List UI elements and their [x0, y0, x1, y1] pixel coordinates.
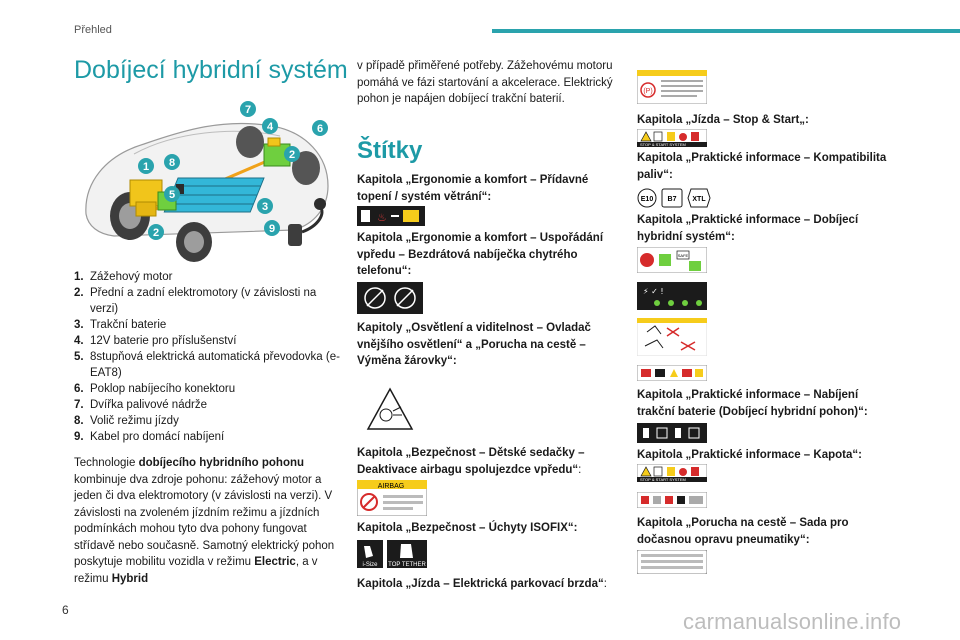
svg-text:♨: ♨: [377, 211, 387, 224]
callout-1: 1: [143, 161, 149, 173]
callout-9: 9: [269, 223, 275, 235]
isize-label-icon: i-Size: [357, 540, 383, 568]
chapter-bonnet: Kapitola „Praktické informace – Kapota“:: [637, 449, 862, 461]
chapter-lighting: Kapitoly „Osvětlení a viditelnost – Ovla…: [357, 322, 591, 367]
label-tyre-repair: [637, 550, 707, 574]
legend-item: 6.Poklop nabíjecího konektoru: [74, 383, 236, 395]
hybrid-warning-label-icon: [637, 318, 707, 356]
svg-text:XTL: XTL: [692, 196, 706, 203]
header-section: Přehled: [74, 24, 112, 36]
svg-text:i-Size: i-Size: [362, 562, 378, 568]
svg-text:STOP & START SYSTEM: STOP & START SYSTEM: [640, 477, 686, 482]
intro-paragraph: Technologie dobíjecího hybridního pohonu…: [74, 457, 335, 585]
chapter-isofix: Kapitola „Bezpečnost – Úchyty ISOFIX“:: [357, 522, 578, 534]
label-hybrid-system-4: [637, 365, 707, 381]
legend-item: 7.Dvířka palivové nádrže: [74, 399, 207, 411]
bonnet-label-icon: STOP & START SYSTEM: [637, 464, 707, 482]
header-accent-bar: [492, 29, 960, 33]
label-hybrid-system-3: [637, 318, 707, 356]
label-lighting: [365, 385, 415, 435]
label-isofix: i-Size TOP TETHER: [357, 540, 427, 568]
chapter-stop-start: Kapitola „Jízda – Stop & Start„:: [637, 114, 809, 126]
callout-8: 8: [169, 157, 175, 169]
legend-item: 1.Zážehový motor: [74, 271, 173, 283]
wheel-rear-right: [236, 126, 264, 158]
heating-label-icon: ♨: [357, 206, 425, 226]
watermark-text: carmanualsonline.info: [683, 609, 902, 634]
callout-7: 7: [245, 104, 251, 116]
fuel-b7-label-icon: B7: [661, 188, 683, 208]
svg-text:STOP & START SYSTEM: STOP & START SYSTEM: [640, 142, 686, 147]
callout-5: 5: [169, 189, 175, 201]
page-number: 6: [62, 603, 69, 617]
chapter-battery-charging: Kapitola „Praktické informace – Nabíjení…: [637, 389, 868, 418]
traction-battery: [163, 177, 265, 213]
callout-6: 6: [317, 123, 323, 135]
legend-item: 5.8stupňová elektrická automatická převo…: [74, 351, 340, 379]
lighting-label-icon: [366, 387, 414, 430]
hybrid-info-label-icon: [637, 365, 707, 381]
bonnet-info-label-icon: [637, 492, 707, 508]
hybrid-safety-label-icon: SAFE: [637, 247, 707, 273]
legend-item: 3.Trakční baterie: [74, 319, 167, 331]
chapter-parking-brake: Kapitola „Jízda – Elektrická parkovací b…: [357, 578, 607, 590]
callout-4: 4: [267, 121, 274, 133]
label-parking-brake: (P): [637, 70, 707, 104]
chapter-heating: Kapitola „Ergonomie a komfort – Přídavné…: [357, 174, 589, 203]
svg-text:E10: E10: [641, 196, 654, 203]
chapter-hybrid-system: Kapitola „Praktické informace – Dobíjecí…: [637, 214, 859, 243]
svg-text:B7: B7: [668, 196, 677, 203]
callout-3: 3: [262, 201, 268, 213]
airbag-label-icon: AIRBAG: [357, 480, 427, 516]
fuel-xtl-label-icon: XTL: [687, 188, 711, 208]
callout-2: 2: [289, 149, 295, 161]
legend-item: 2.Přední a zadní elektromotory (v závisl…: [74, 287, 317, 315]
car-roof-line: [133, 130, 281, 155]
label-stop-start: STOP & START SYSTEM: [637, 129, 707, 147]
intro-paragraph-continued: v případě přiměřené potřeby. Zážehovému …: [357, 60, 613, 105]
svg-text:AIRBAG: AIRBAG: [378, 483, 404, 490]
component-legend: 1.Zážehový motor 2.Přední a zadní elektr…: [74, 269, 344, 445]
label-heating: ♨: [357, 206, 425, 226]
battery-charging-label-icon: [637, 423, 707, 443]
legend-item: 8.Volič režimu jízdy: [74, 415, 179, 427]
label-wireless-charger: [357, 282, 423, 314]
label-hybrid-system-1: SAFE: [637, 247, 707, 273]
svg-text:SAFE: SAFE: [678, 253, 689, 258]
svg-text:⚡ ✓ !: ⚡ ✓ !: [643, 287, 664, 296]
svg-text:(P): (P): [643, 88, 652, 95]
charging-cable: [288, 198, 326, 246]
label-bonnet-2: [637, 492, 707, 508]
label-airbag: AIRBAG: [357, 480, 427, 516]
label-fuel-compatibility: E10 B7 XTL: [637, 188, 711, 208]
chapter-fuel-compatibility: Kapitola „Praktické informace – Kompatib…: [637, 152, 887, 181]
callout-2b: 2: [153, 227, 159, 239]
label-bonnet: STOP & START SYSTEM: [637, 464, 707, 482]
legend-item: 9.Kabel pro domácí nabíjení: [74, 431, 225, 443]
chapter-airbag: Kapitola „Bezpečnost – Dětské sedačky – …: [357, 447, 585, 476]
tyre-repair-label-icon: [637, 550, 707, 574]
fuel-e10-label-icon: E10: [637, 188, 657, 208]
chapter-wireless-charger: Kapitola „Ergonomie a komfort – Uspořádá…: [357, 232, 604, 277]
top-tether-label-icon: TOP TETHER: [387, 540, 427, 568]
label-battery-charging: [637, 423, 707, 443]
label-hybrid-system-2: ⚡ ✓ !: [637, 282, 707, 310]
parking-brake-label-icon: (P): [637, 70, 707, 104]
chapter-tyre-repair: Kapitola „Porucha na cestě – Sada pro do…: [637, 517, 849, 546]
page-title: Dobíjecí hybridní systém: [74, 56, 348, 84]
legend-item: 4.12V baterie pro příslušenství: [74, 335, 237, 347]
hybrid-car-illustration: 1 2 3 4 5 6 7 8 9 2: [85, 101, 329, 262]
section-title-labels: Štítky: [357, 137, 423, 164]
12v-battery: [176, 184, 184, 194]
wireless-charger-label-icon: [357, 282, 423, 314]
stop-start-label-icon: STOP & START SYSTEM: [637, 129, 707, 147]
wheel-front-right: [292, 151, 320, 185]
svg-text:TOP TETHER: TOP TETHER: [388, 562, 426, 568]
hybrid-charge-label-icon: ⚡ ✓ !: [637, 282, 707, 310]
